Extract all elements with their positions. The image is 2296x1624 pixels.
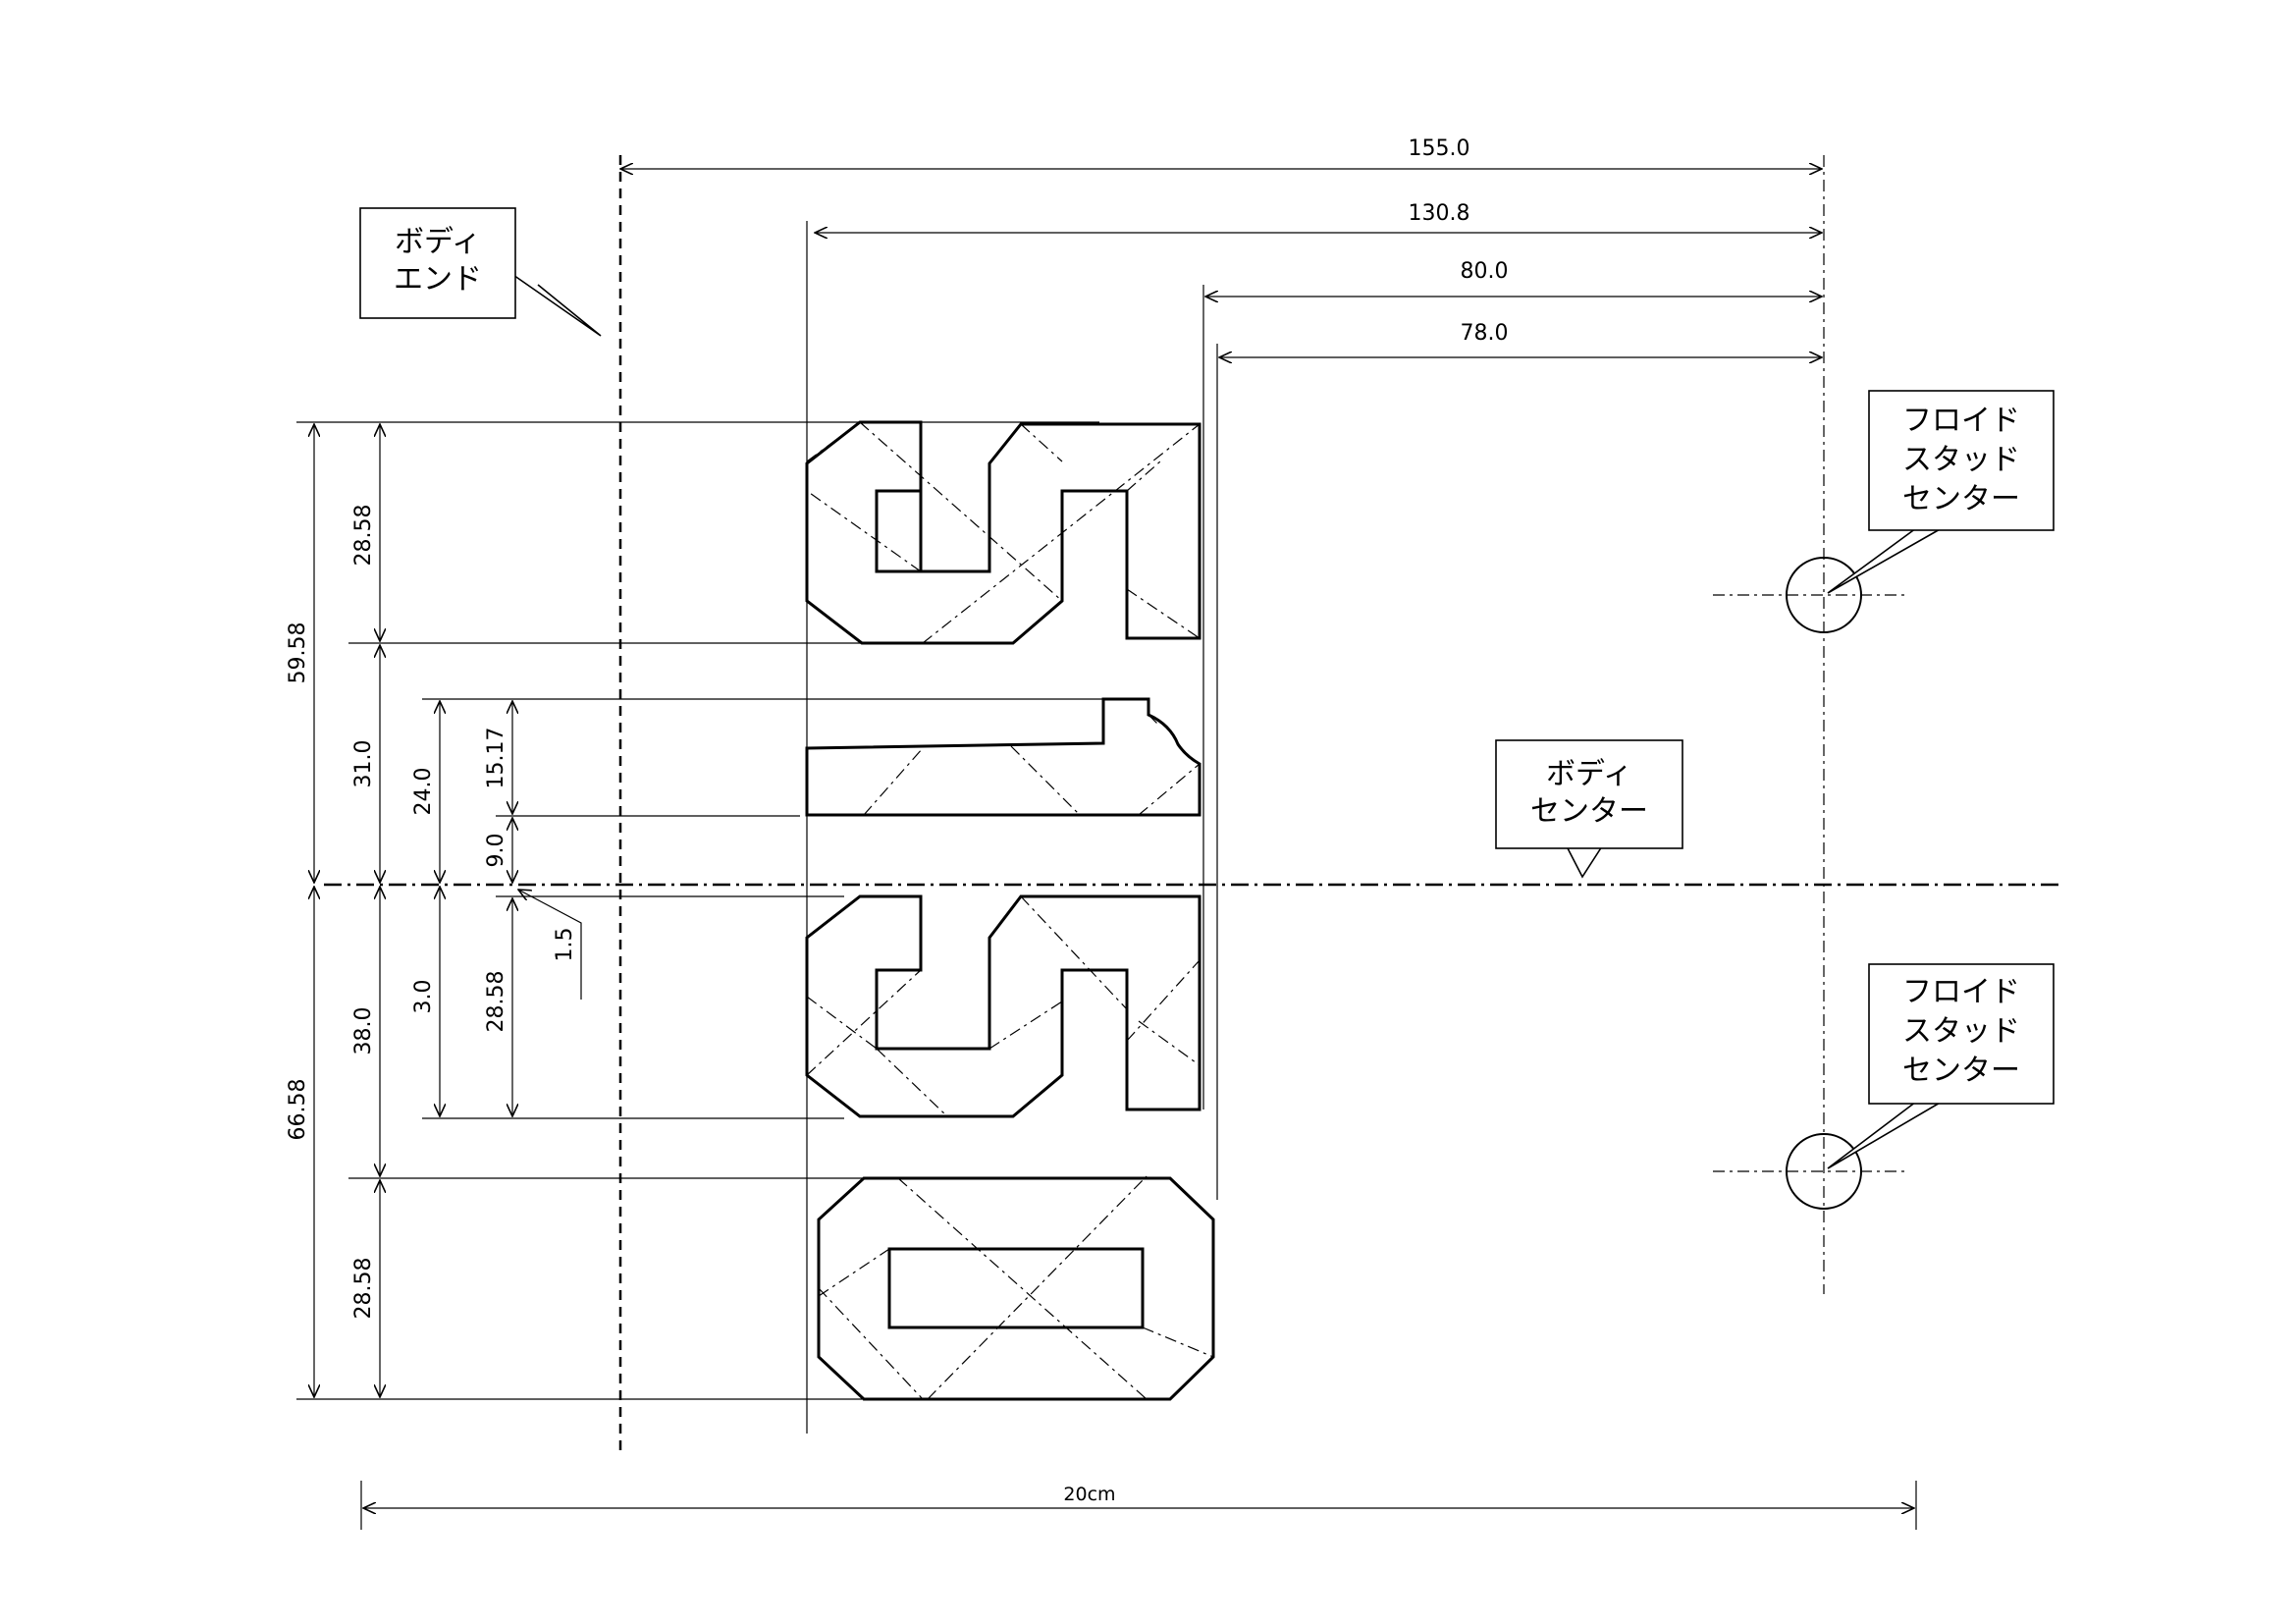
dimension-28-58-mid-label: 28.58 bbox=[484, 971, 508, 1033]
callout-body-center-line-1: ボディ bbox=[1546, 757, 1632, 791]
dimension-80-label: 80.0 bbox=[1461, 259, 1509, 284]
dimension-130-8: 130.8 bbox=[815, 201, 1822, 233]
dimension-1-5-label: 1.5 bbox=[553, 928, 577, 962]
numeral-1 bbox=[805, 697, 1201, 817]
letter-s-top-outline bbox=[805, 420, 1201, 645]
dimension-38-label: 38.0 bbox=[351, 1007, 376, 1056]
numeral-0 bbox=[817, 1175, 1215, 1401]
dimension-15-17-label: 15.17 bbox=[484, 728, 508, 789]
dimension-28-58-mid: 28.58 bbox=[484, 898, 512, 1116]
dimension-59-58: 59.58 bbox=[286, 424, 314, 883]
dimension-9-label: 9.0 bbox=[484, 834, 508, 868]
dimension-78-label: 78.0 bbox=[1461, 321, 1509, 346]
dimension-3-label: 3.0 bbox=[411, 980, 436, 1014]
callout-body-end-line-1: ボディ bbox=[395, 225, 481, 259]
callout-floyd-lower-line-1: フロイド bbox=[1902, 975, 2020, 1009]
letter-s-bottom-outline bbox=[805, 894, 1201, 1118]
floyd-stud-lower bbox=[1713, 1133, 1909, 1210]
floyd-stud-upper bbox=[1713, 557, 1909, 633]
dimension-66-58: 66.58 bbox=[286, 887, 314, 1397]
dimension-24-label: 24.0 bbox=[411, 768, 436, 816]
dimension-15-17: 15.17 bbox=[484, 701, 512, 814]
callout-floyd-upper-line-2: スタッド bbox=[1902, 443, 2020, 477]
dimension-38: 38.0 bbox=[351, 887, 380, 1176]
numeral-0-counter bbox=[887, 1247, 1145, 1329]
dimension-80: 80.0 bbox=[1205, 259, 1822, 297]
callout-floyd-upper-line-1: フロイド bbox=[1902, 404, 2020, 438]
scale-bar-label: 20cm bbox=[1063, 1484, 1115, 1505]
callout-body-center-line-2: センター bbox=[1530, 794, 1648, 829]
dimension-9: 9.0 bbox=[484, 818, 512, 883]
callout-floyd-lower-line-3: センター bbox=[1902, 1054, 2020, 1088]
dimension-24: 24.0 bbox=[411, 701, 440, 883]
dimension-155: 155.0 bbox=[620, 136, 1822, 169]
horizontal-extension-lines bbox=[296, 421, 1109, 1400]
scale-bar: 20cm bbox=[360, 1481, 1917, 1530]
dimension-155-label: 155.0 bbox=[1409, 136, 1470, 161]
dimension-130-8-label: 130.8 bbox=[1409, 201, 1470, 226]
numeral-0-outline bbox=[817, 1176, 1215, 1401]
dimension-28-58-bottom: 28.58 bbox=[351, 1180, 380, 1397]
dimension-28-58-top-label: 28.58 bbox=[351, 505, 376, 567]
letter-s-top-notch bbox=[875, 489, 921, 573]
dimension-59-58-label: 59.58 bbox=[286, 623, 310, 684]
callout-floyd-upper-line-3: センター bbox=[1902, 482, 2020, 516]
dimension-66-58-label: 66.58 bbox=[286, 1079, 310, 1141]
callout-body-end-line-2: エンド bbox=[394, 262, 482, 297]
dimension-3: 3.0 bbox=[411, 887, 440, 1116]
letter-s-top bbox=[805, 420, 1201, 645]
dimension-78: 78.0 bbox=[1219, 321, 1822, 357]
dimension-28-58-top: 28.58 bbox=[351, 424, 380, 641]
dimension-1-5: 1.5 bbox=[518, 890, 582, 1000]
dimension-28-58-bottom-label: 28.58 bbox=[351, 1258, 376, 1320]
numeral-1-outline bbox=[805, 697, 1201, 817]
dimension-31-label: 31.0 bbox=[351, 740, 376, 788]
dimension-31: 31.0 bbox=[351, 645, 380, 883]
letter-s-bottom bbox=[805, 894, 1201, 1118]
callout-floyd-lower-line-2: スタッド bbox=[1902, 1014, 2020, 1049]
